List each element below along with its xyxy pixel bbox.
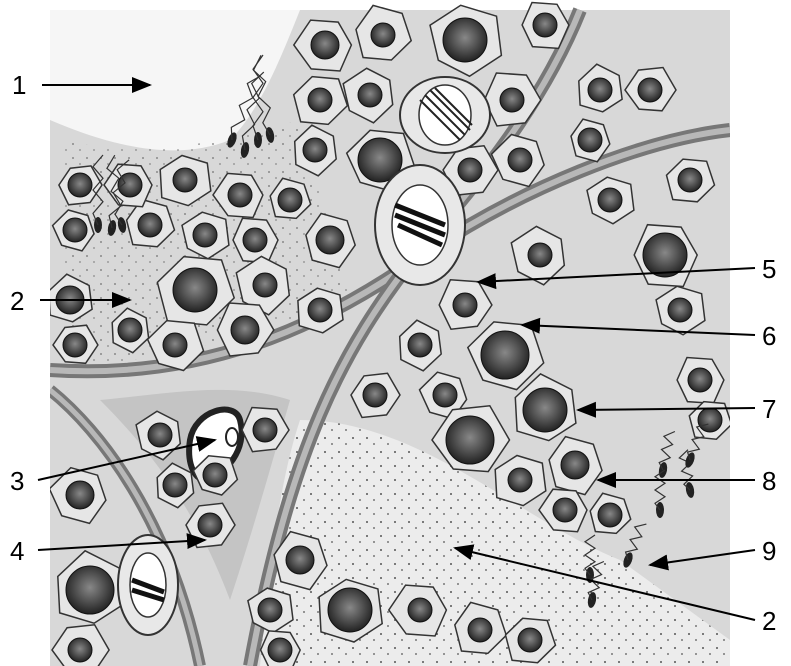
cell-nucleus [588, 78, 612, 102]
cell-nucleus [173, 268, 217, 312]
mitotic-cell-1 [400, 77, 490, 153]
cell-nucleus [163, 333, 187, 357]
mitotic-cell-3 [118, 535, 178, 635]
cell-nucleus [203, 463, 227, 487]
cell-nucleus [446, 416, 494, 464]
cell-nucleus [118, 318, 142, 342]
cell-nucleus [308, 298, 332, 322]
cell-nucleus [268, 638, 292, 662]
cell-nucleus [148, 423, 172, 447]
label-2-lower: 2 [762, 606, 776, 636]
cell-nucleus [453, 293, 477, 317]
cell-nucleus [508, 148, 532, 172]
cell-nucleus [668, 298, 692, 322]
cell-nucleus [68, 638, 92, 662]
label-7: 7 [762, 394, 776, 424]
cell-nucleus [500, 88, 524, 112]
cell-nucleus [578, 128, 602, 152]
cell-nucleus [308, 88, 332, 112]
mitotic-cell-2 [375, 165, 465, 285]
cell-nucleus [688, 368, 712, 392]
cell-nucleus [678, 168, 702, 192]
right-edge [730, 0, 791, 666]
cell-nucleus [66, 481, 94, 509]
label-8: 8 [762, 466, 776, 496]
label-4: 4 [10, 536, 24, 566]
cell-nucleus [173, 168, 197, 192]
label-2-upper: 2 [10, 286, 24, 316]
cell-nucleus [458, 158, 482, 182]
cell-nucleus [63, 218, 87, 242]
cell-nucleus [358, 83, 382, 107]
cell-nucleus [518, 628, 542, 652]
cell-nucleus [328, 588, 372, 632]
cell-nucleus [278, 188, 302, 212]
label-3: 3 [10, 466, 24, 496]
label-6: 6 [762, 321, 776, 351]
cell-nucleus [311, 31, 339, 59]
cell-nucleus [63, 333, 87, 357]
cell-nucleus [258, 598, 282, 622]
label-9: 9 [762, 536, 776, 566]
cell-nucleus [481, 331, 529, 379]
cell-nucleus [198, 513, 222, 537]
cell-nucleus [286, 546, 314, 574]
cell-nucleus [598, 188, 622, 212]
cell-nucleus [508, 468, 532, 492]
cell-nucleus [243, 228, 267, 252]
cell-nucleus [316, 226, 344, 254]
cell-nucleus [253, 418, 277, 442]
cell-nucleus [433, 383, 457, 407]
cell-nucleus [533, 13, 557, 37]
blood-vessel-nucleus [226, 428, 238, 446]
cell-nucleus [66, 566, 114, 614]
cell-nucleus [638, 78, 662, 102]
label-5: 5 [762, 254, 776, 284]
cell-nucleus [228, 183, 252, 207]
cell-nucleus [163, 473, 187, 497]
cell-nucleus [408, 333, 432, 357]
cell-nucleus [523, 388, 567, 432]
cell-nucleus [303, 138, 327, 162]
cell-nucleus [68, 173, 92, 197]
cell-nucleus [231, 316, 259, 344]
cell-nucleus [363, 383, 387, 407]
cell-nucleus [553, 498, 577, 522]
cell-nucleus [253, 273, 277, 297]
cell-nucleus [561, 451, 589, 479]
cell-nucleus [528, 243, 552, 267]
cell-nucleus [443, 18, 487, 62]
cell-nucleus [643, 233, 687, 277]
cell-nucleus [698, 408, 722, 432]
cell-nucleus [408, 598, 432, 622]
cell-nucleus [138, 213, 162, 237]
cell-nucleus [468, 618, 492, 642]
label-1: 1 [12, 70, 26, 100]
cell-nucleus [371, 23, 395, 47]
cell-nucleus [598, 503, 622, 527]
cell-nucleus [193, 223, 217, 247]
